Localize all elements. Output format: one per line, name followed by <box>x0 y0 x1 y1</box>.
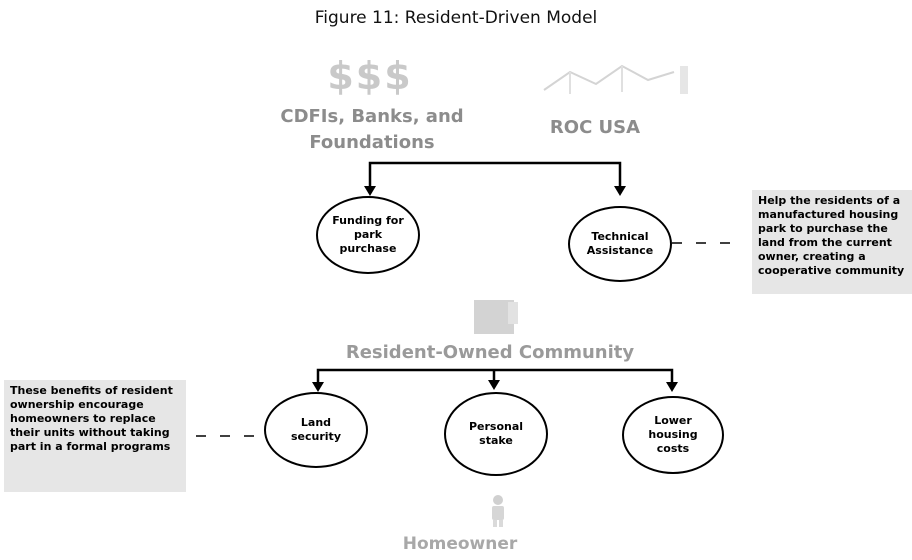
technical-ellipse: Technical Assistance <box>568 206 672 282</box>
funding-ellipse: Funding for park purchase <box>316 196 420 274</box>
personal-stake-text: Personal stake <box>468 420 524 447</box>
top-bracket-line <box>368 161 622 190</box>
dollar-icon: $$$ <box>327 54 413 98</box>
person-icon <box>492 495 504 527</box>
arrow-to-costs <box>666 382 678 392</box>
personal-stake-ellipse: Personal stake <box>444 392 548 476</box>
arrow-to-stake <box>488 380 500 390</box>
roofline-icon-post <box>680 66 688 94</box>
benefits-note: These benefits of resident ownership enc… <box>4 380 186 492</box>
technical-text: Technical Assistance <box>586 230 654 257</box>
land-security-ellipse: Land security <box>264 392 368 468</box>
community-label: Resident-Owned Community <box>345 342 635 363</box>
technical-note: Help the residents of a manufactured hou… <box>752 190 912 294</box>
arrow-to-funding <box>364 186 376 196</box>
community-building-icon <box>474 300 514 334</box>
lower-costs-ellipse: Lower housing costs <box>622 396 724 474</box>
roc-usa-label: ROC USA <box>549 117 641 138</box>
funders-label: CDFIs, Banks, and Foundations <box>280 106 464 153</box>
lower-costs-text: Lower housing costs <box>648 414 698 455</box>
figure-title: Figure 11: Resident-Driven Model <box>314 8 598 28</box>
land-security-text: Land security <box>291 416 341 443</box>
homeowner-label: Homeowner <box>402 534 518 554</box>
community-building-icon-side <box>508 302 518 324</box>
funding-text: Funding for park purchase <box>332 214 404 255</box>
arrow-to-technical <box>614 186 626 196</box>
arrow-to-land <box>312 382 324 392</box>
roofline-icon <box>543 64 675 94</box>
